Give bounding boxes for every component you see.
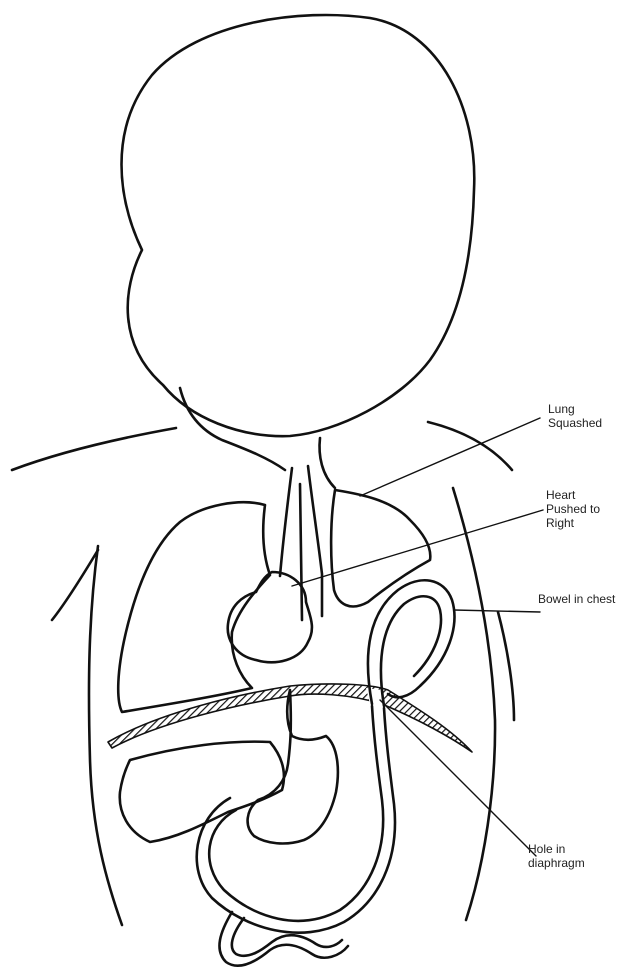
neck-right xyxy=(320,438,335,488)
lung-label: Lung Squashed xyxy=(548,402,602,430)
liver xyxy=(120,742,284,842)
heart-pointer-line xyxy=(292,510,543,586)
head-outline xyxy=(122,15,475,436)
left-lung xyxy=(118,502,270,712)
bowel-loop-in-chest-inner xyxy=(381,596,441,706)
right-shoulder xyxy=(428,422,512,470)
left-shoulder xyxy=(12,428,176,470)
heart-label-line1: Heart xyxy=(546,488,600,502)
hole-label-line1: Hole in xyxy=(528,842,585,856)
torso-right-contour xyxy=(453,488,495,920)
trachea-right xyxy=(308,466,322,616)
heart-label: Heart Pushed to Right xyxy=(546,488,600,530)
torso-left-contour xyxy=(89,546,122,925)
heart-label-line3: Right xyxy=(546,516,600,530)
heart-label-line2: Pushed to xyxy=(546,502,600,516)
lung-label-line1: Lung xyxy=(548,402,602,416)
bowel-pointer-line xyxy=(454,610,540,612)
right-arm-contour xyxy=(498,612,514,720)
hole-label-line2: diaphragm xyxy=(528,856,585,870)
trachea-inner xyxy=(300,484,302,620)
stomach xyxy=(248,690,338,843)
bowel-label: Bowel in chest xyxy=(538,592,615,606)
hole-pointer-line xyxy=(380,700,536,856)
bowel-tail-inner xyxy=(232,918,342,956)
heart-pushed-right xyxy=(228,572,312,662)
lung-label-line2: Squashed xyxy=(548,416,602,430)
trachea-left xyxy=(280,468,292,576)
bowel-label-line1: Bowel in chest xyxy=(538,592,615,606)
hole-label: Hole in diaphragm xyxy=(528,842,585,870)
